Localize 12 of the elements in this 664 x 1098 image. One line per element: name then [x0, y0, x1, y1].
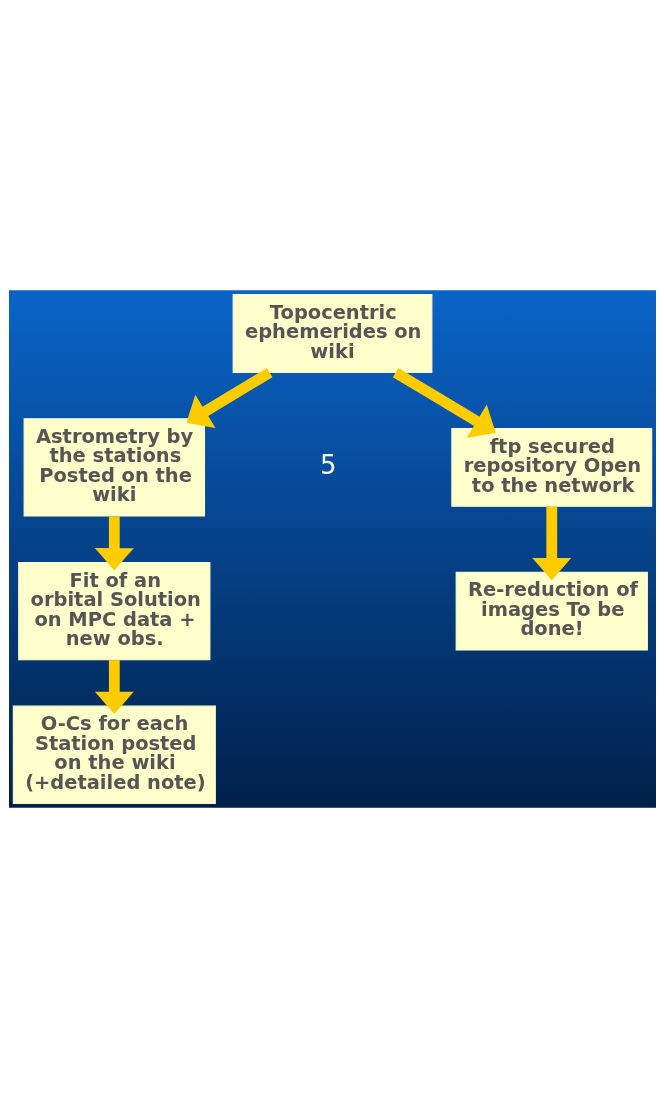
node-box: Topocentric ephemerides on wiki [232, 294, 432, 373]
node-box: Fit of an orbital Solution on MPC data + new obs. [17, 561, 210, 661]
arrow [94, 660, 134, 715]
node-box: O-Cs for each Station posted on the wiki (+detailed note) [12, 705, 216, 804]
node-box: Astrometry by the stations Posted on the wiki [23, 418, 205, 517]
node-box: ftp secured repository Open to the network [450, 428, 652, 507]
arrow [94, 516, 134, 571]
arrow [531, 506, 571, 581]
arrow [392, 367, 496, 438]
node-box: Re-reduction of images To be done! [455, 571, 648, 651]
arrow [185, 367, 272, 429]
label: 5 [319, 450, 336, 481]
